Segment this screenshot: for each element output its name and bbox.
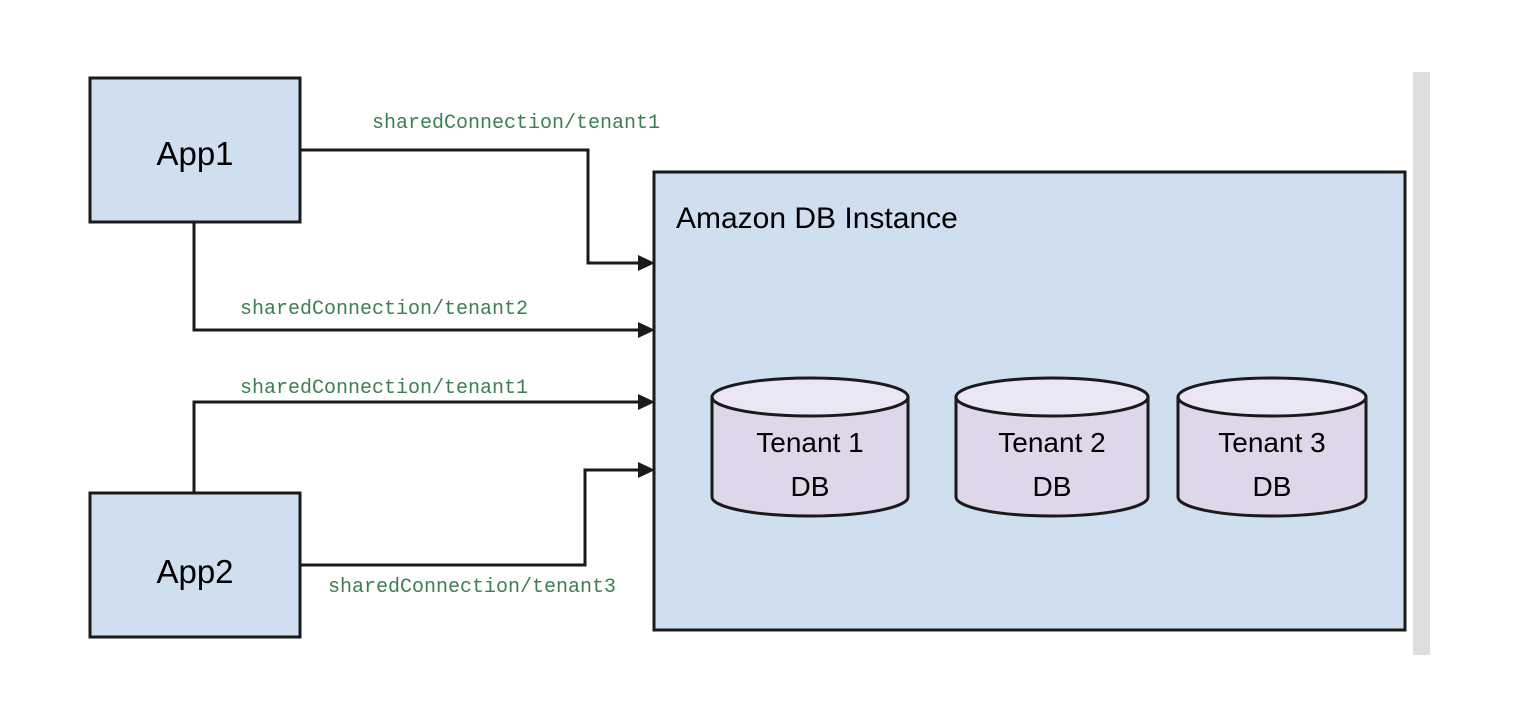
amazon-db-instance-title: Amazon DB Instance <box>676 202 958 235</box>
connection-app2-tenant1-label: sharedConnection/tenant1 <box>240 377 528 400</box>
tenant-1-db-label-line1: Tenant 1 <box>756 427 863 458</box>
connection-app1-tenant1-arrowhead <box>638 255 655 271</box>
tenant-3-db-cylinder[interactable]: Tenant 3 DB <box>1176 376 1368 518</box>
app1-box[interactable]: App1 <box>88 76 302 224</box>
tenant-2-db-label-line1: Tenant 2 <box>998 427 1105 458</box>
tenant-3-db-label-line1: Tenant 3 <box>1218 427 1325 458</box>
tenant-2-db-body <box>954 395 1150 518</box>
app2-box[interactable]: App2 <box>88 491 302 639</box>
tenant-2-db-label-line2: DB <box>1033 471 1072 502</box>
tenant-3-db-body <box>1176 395 1368 518</box>
connection-app1-tenant1-label: sharedConnection/tenant1 <box>372 112 660 135</box>
app2-rect <box>88 491 302 639</box>
tenant-1-db-body <box>710 395 910 518</box>
connection-app1-tenant2-label: sharedConnection/tenant2 <box>240 298 528 321</box>
connection-app1-tenant2[interactable]: sharedConnection/tenant2 <box>192 222 655 338</box>
vertical-scrollbar[interactable] <box>1413 72 1430 655</box>
tenant-3-db-top <box>1176 376 1368 418</box>
connection-app1-tenant1-line <box>300 148 645 265</box>
connection-app2-tenant3[interactable]: sharedConnection/tenant3 <box>300 462 655 599</box>
connection-app2-tenant1-line <box>192 400 645 493</box>
tenant-2-db-top <box>954 376 1150 418</box>
connection-app1-tenant2-arrowhead <box>638 322 655 338</box>
app1-label: App1 <box>156 135 233 172</box>
connection-app2-tenant3-arrowhead <box>638 462 655 478</box>
app1-rect <box>88 76 302 224</box>
connection-app2-tenant1-arrowhead <box>638 394 655 410</box>
connection-app1-tenant1[interactable]: sharedConnection/tenant1 <box>300 112 660 271</box>
tenant-2-db-cylinder[interactable]: Tenant 2 DB <box>954 376 1150 518</box>
tenant-1-db-cylinder[interactable]: Tenant 1 DB <box>710 376 910 518</box>
tenant-1-db-top <box>710 376 910 418</box>
connection-app2-tenant3-label: sharedConnection/tenant3 <box>328 576 616 599</box>
tenant-1-db-label-line2: DB <box>791 471 830 502</box>
connection-app2-tenant1[interactable]: sharedConnection/tenant1 <box>192 377 655 493</box>
connection-app1-tenant2-line <box>192 222 645 332</box>
tenant-3-db-label-line2: DB <box>1253 471 1292 502</box>
app2-label: App2 <box>156 553 233 590</box>
connection-app2-tenant3-line <box>300 468 645 567</box>
